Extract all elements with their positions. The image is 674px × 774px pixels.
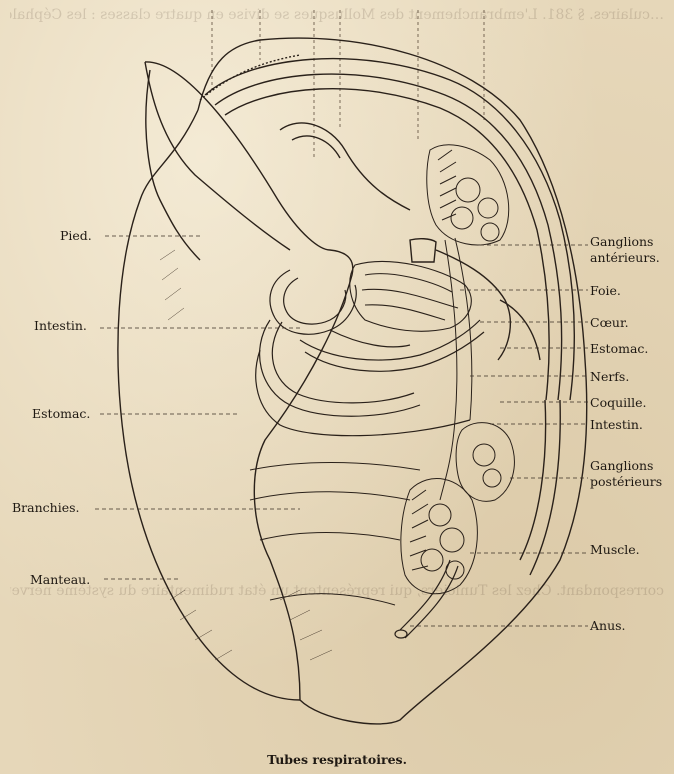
label-foie: Foie.: [590, 283, 621, 298]
label-anus: Anus.: [590, 618, 626, 633]
label-muscle: Muscle.: [590, 542, 640, 557]
label-ganglions-anterieurs-1: Ganglions: [590, 234, 653, 249]
label-intestin-right: Intestin.: [590, 417, 643, 432]
label-pied: Pied.: [60, 228, 92, 243]
label-intestin-left: Intestin.: [34, 318, 87, 333]
figure-caption: Tubes respiratoires.: [0, 752, 674, 767]
label-manteau: Manteau.: [30, 572, 90, 587]
label-ganglions-posterieurs-2: postérieurs: [590, 474, 662, 489]
label-coquille: Coquille.: [590, 395, 647, 410]
label-ganglions-posterieurs-1: Ganglions: [590, 458, 653, 473]
label-estomac-left: Estomac.: [32, 406, 90, 421]
label-ganglions-anterieurs-2: antérieurs.: [590, 250, 660, 265]
label-estomac-right: Estomac.: [590, 341, 648, 356]
label-nerfs: Nerfs.: [590, 369, 629, 384]
label-coeur: Cœur.: [590, 315, 629, 330]
label-branchies: Branchies.: [12, 500, 80, 515]
